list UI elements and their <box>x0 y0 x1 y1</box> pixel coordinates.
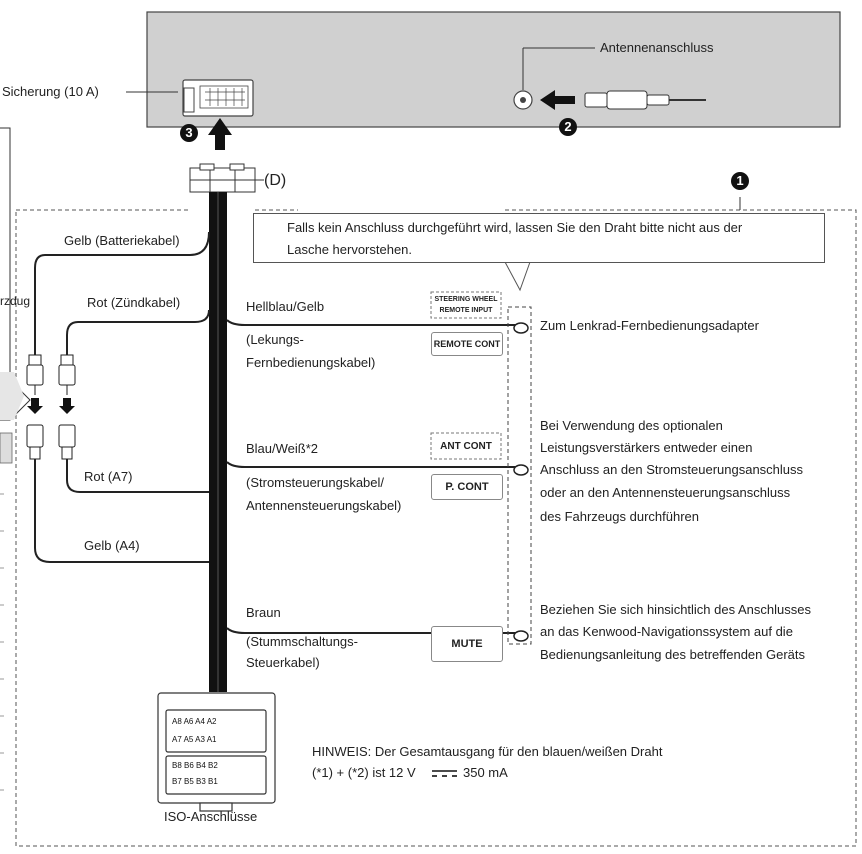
up-arrow-icon <box>208 118 232 150</box>
brown-label: Braun <box>246 605 281 620</box>
red-ignition-label: Rot (Zündkabel) <box>87 295 181 310</box>
amp-note-line-4: oder an den Antennensteuerungsanschluss <box>540 485 791 500</box>
step-badge-two: 2 <box>559 118 577 136</box>
vehicle-plug-yellow <box>26 354 44 395</box>
step-badge-three: 3 <box>180 124 198 142</box>
vehicle-boundary <box>15 209 857 847</box>
amp-note-line-3: Anschluss an den Stromsteuerungsanschlus… <box>540 462 804 477</box>
power-cable-label-1: (Stromsteuerungskabel/ <box>246 475 385 490</box>
unit-plug-yellow <box>26 424 44 460</box>
mute-cable-label-1: (Stummschaltungs- <box>246 634 358 649</box>
wire-sleeve <box>507 306 532 645</box>
nav-note-line-1: Beziehen Sie sich hinsichtlich des Ansch… <box>540 602 811 617</box>
note-box-line-2: Lasche hervorstehen. <box>287 242 413 257</box>
note-box: Falls kein Anschluss durchgeführt wird, … <box>253 213 825 263</box>
amp-note-line-2: Leistungsverstärkers entweder einen <box>540 440 753 455</box>
brown-wire <box>226 627 518 634</box>
iso-pins-b-top: B8 B6 B4 B2 <box>172 761 218 770</box>
hinweis-line-1: HINWEIS: Der Gesamtausgang für den blaue… <box>312 744 663 759</box>
down-arrow-icon <box>59 398 75 414</box>
steering-cable-label-2: Fernbedienungskabel) <box>246 355 376 370</box>
hinweis-line-2a: (*1) + (*2) ist 12 V <box>312 765 416 780</box>
unit-plug-red <box>58 424 76 460</box>
vehicle-plug-red <box>58 354 76 395</box>
iso-connector <box>157 692 276 812</box>
nav-note-line-3: Bedienungsanleitung des betreffenden Ger… <box>540 647 806 662</box>
red-a7-wire <box>66 459 209 493</box>
steering-cable-label-1: (Lekungs- <box>246 332 304 347</box>
amp-note-line-1: Bei Verwendung des optionalen <box>540 418 723 433</box>
ant-cont-tag: ANT CONT <box>440 441 492 452</box>
note-box-line-1: Falls kein Anschluss durchgeführt wird, … <box>287 220 743 235</box>
step-badge-one: 1 <box>731 172 749 190</box>
steering-wheel-tag-line-1: STEERING WHEEL <box>434 296 498 303</box>
lightblue-yellow-label: Hellblau/Gelb <box>246 299 325 314</box>
steering-wheel-tag-line-2: REMOTE INPUT <box>439 307 493 314</box>
amp-note-line-5: des Fahrzeugs durchführen <box>540 509 699 524</box>
mute-tag: MUTE <box>431 626 503 662</box>
iso-connector-label: ISO-Anschlüsse <box>164 809 258 824</box>
iso-pins-a-top: A8 A6 A4 A2 <box>172 717 217 726</box>
red-ignition-wire <box>66 309 210 355</box>
ignition-partial-label: rzdug <box>0 294 31 308</box>
hinweis-line-2b: 350 mA <box>463 765 508 780</box>
connector-d-label: (D) <box>264 172 287 189</box>
down-arrow-icon <box>27 398 43 414</box>
iso-pins-b-bottom: B7 B5 B3 B1 <box>172 777 218 786</box>
yellow-a4-wire <box>34 459 209 563</box>
fuse-label: Sicherung (10 A) <box>2 84 99 99</box>
red-a7-label: Rot (A7) <box>84 469 133 484</box>
head-unit <box>146 11 841 128</box>
dc-symbol <box>432 770 457 777</box>
p-cont-tag: P. CONT <box>431 474 503 500</box>
yellow-a4-label: Gelb (A4) <box>84 538 140 553</box>
to-steering-adapter-label: Zum Lenkrad-Fernbedienungsadapter <box>540 318 759 333</box>
antenna-arrow-icon <box>540 90 575 110</box>
lightblue-yellow-wire <box>226 319 518 326</box>
blue-white-label: Blau/Weiß*2 <box>246 441 319 456</box>
antenna-connector-label: Antennenanschluss <box>600 40 714 55</box>
yellow-battery-label: Gelb (Batteriekabel) <box>64 233 180 248</box>
nav-note-line-2: an das Kenwood-Navigationssystem auf die <box>540 624 793 639</box>
antenna-plug <box>584 90 706 110</box>
iso-pins-a-bottom: A7 A5 A3 A1 <box>172 735 217 744</box>
power-cable-label-2: Antennensteuerungskabel) <box>246 498 402 513</box>
yellow-battery-wire <box>34 231 210 355</box>
mute-cable-label-2: Steuerkabel) <box>246 655 320 670</box>
blue-white-wire <box>226 461 518 468</box>
connector-d <box>189 163 264 193</box>
remote-cont-tag: REMOTE CONT <box>431 332 503 356</box>
